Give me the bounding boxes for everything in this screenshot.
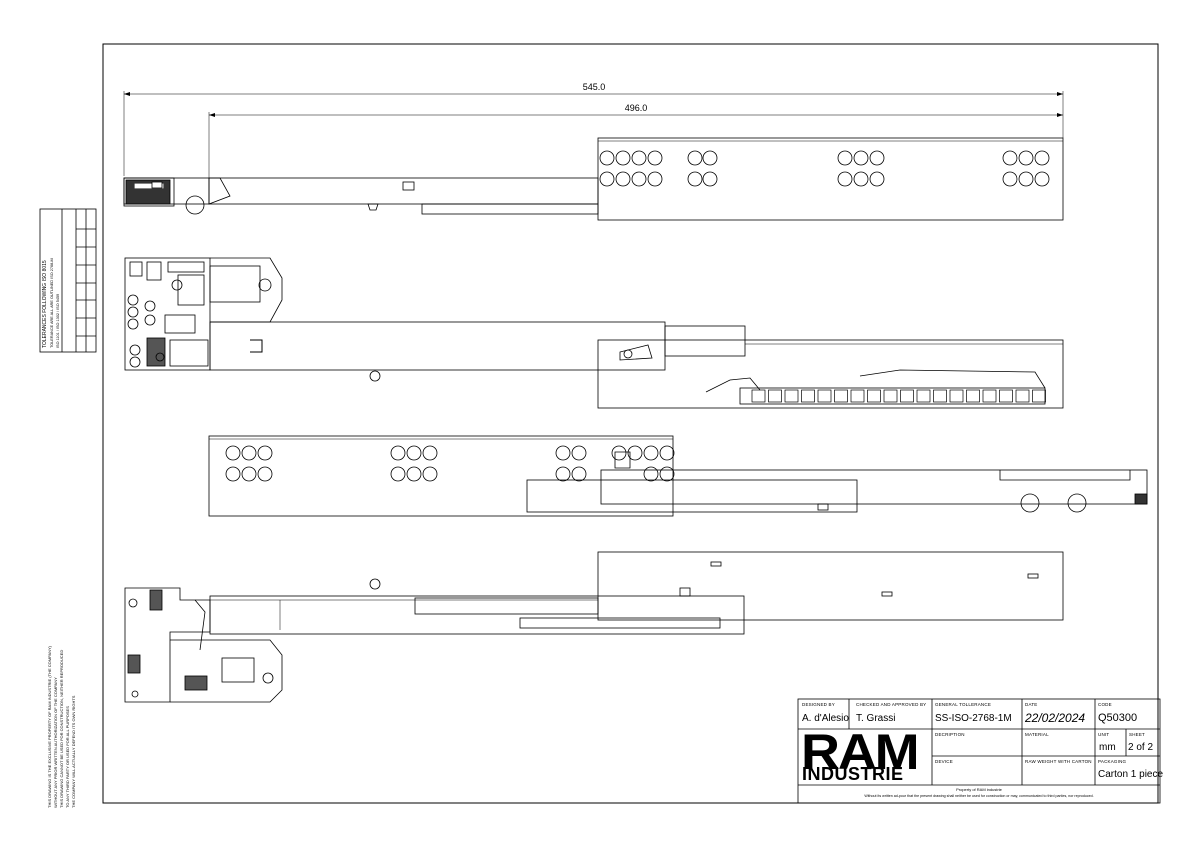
drawing-border xyxy=(102,43,1159,804)
checked-by-value: T. Grassi xyxy=(856,713,896,724)
dimension-overall: 545.0 xyxy=(583,82,606,92)
date-label: DATE xyxy=(1025,702,1038,707)
confidential-line-3: THIS DRAWING CANNOT BE USED FOR CONSTRUC… xyxy=(59,649,64,808)
dimension-inner: 496.0 xyxy=(625,103,648,113)
tolerance-table-line3: ISO 1101 / ISO 1302 / ISO 5459 xyxy=(56,293,60,348)
hole-pattern xyxy=(599,150,1050,187)
chain-link xyxy=(850,389,865,403)
chain-link xyxy=(751,389,766,403)
code-label: CODE xyxy=(1098,702,1112,707)
designed-by-label: DESIGNED BY xyxy=(802,702,835,707)
chain-links xyxy=(739,387,1046,405)
legal-line: Without its written ad-pour that the pre… xyxy=(864,794,1094,798)
chain-link xyxy=(916,389,931,403)
chain-link xyxy=(900,389,914,403)
chain-link xyxy=(883,389,898,403)
chain-link xyxy=(949,389,964,403)
sheet-label: SHEET xyxy=(1129,732,1146,737)
chain-link xyxy=(817,389,832,403)
chain-link xyxy=(834,389,848,403)
material-label: MATERIAL xyxy=(1025,732,1049,737)
confidential-line-1: THIS DRAWING IS THE EXCLUSIVE PROPERTY O… xyxy=(47,645,52,808)
date-value: 22/02/2024 xyxy=(1025,711,1086,725)
tolerance-label: GENERAL TOLLERANCE xyxy=(935,702,992,707)
view-2-front xyxy=(124,257,1064,409)
packaging-label: PACKAGING xyxy=(1098,759,1127,764)
code-value: Q50300 xyxy=(1098,712,1138,724)
view-1-side xyxy=(123,91,1064,221)
tolerance-table-line2: TOLERANCE ARE ALL ARE OUTLINED ISO 2768-… xyxy=(50,258,54,348)
view-3-side xyxy=(208,435,1148,517)
tolerance-table-title: TOLERANCES FOLLOWING ISO 8015 xyxy=(42,260,48,348)
chain-link xyxy=(801,389,815,403)
designed-by-value: A. d'Alesio xyxy=(802,713,849,724)
chain-link xyxy=(999,389,1013,403)
confidential-line-5: THE COMPANY WILL ACTUALLY DEFEND ITS OWN… xyxy=(71,695,76,808)
confidential-line-2: WITHOUT ANY PRIOR WRITTEN AUTHORIZATION … xyxy=(53,677,58,808)
unit-label: UNIT xyxy=(1098,732,1110,737)
unit-value: mm xyxy=(1099,742,1116,753)
chain-link xyxy=(1032,389,1046,403)
view-4-front xyxy=(124,551,1064,703)
chain-link xyxy=(784,389,799,403)
company-logo-top: RAM xyxy=(801,724,920,780)
packaging-value: Carton 1 piece xyxy=(1098,769,1164,780)
chain-link xyxy=(1015,389,1030,403)
company-logo-bottom: INDUSTRIE xyxy=(802,764,904,784)
sheet-value: 2 of 2 xyxy=(1128,742,1154,753)
chain-link-group xyxy=(751,389,1046,403)
device-label: DEVICE xyxy=(935,759,953,764)
chain-link xyxy=(982,389,997,403)
weight-label: RAW WEIGHT WITH CARTON xyxy=(1025,759,1092,764)
checked-by-label: CHECKED AND APPROVED BY xyxy=(856,702,927,707)
tolerance-table xyxy=(39,208,97,353)
chain-link xyxy=(966,389,980,403)
hole-pattern xyxy=(225,445,675,482)
chain-link xyxy=(768,389,782,403)
chain-link xyxy=(933,389,947,403)
tolerance-value: SS-ISO-2768-1M xyxy=(935,713,1012,724)
confidential-line-4: TO ANY THIRD PARTY OR USED FOR ALL PURPO… xyxy=(65,706,70,808)
title-block-grid xyxy=(797,698,1161,804)
chain-link xyxy=(867,389,881,403)
description-label: DECRIPTION xyxy=(935,732,965,737)
